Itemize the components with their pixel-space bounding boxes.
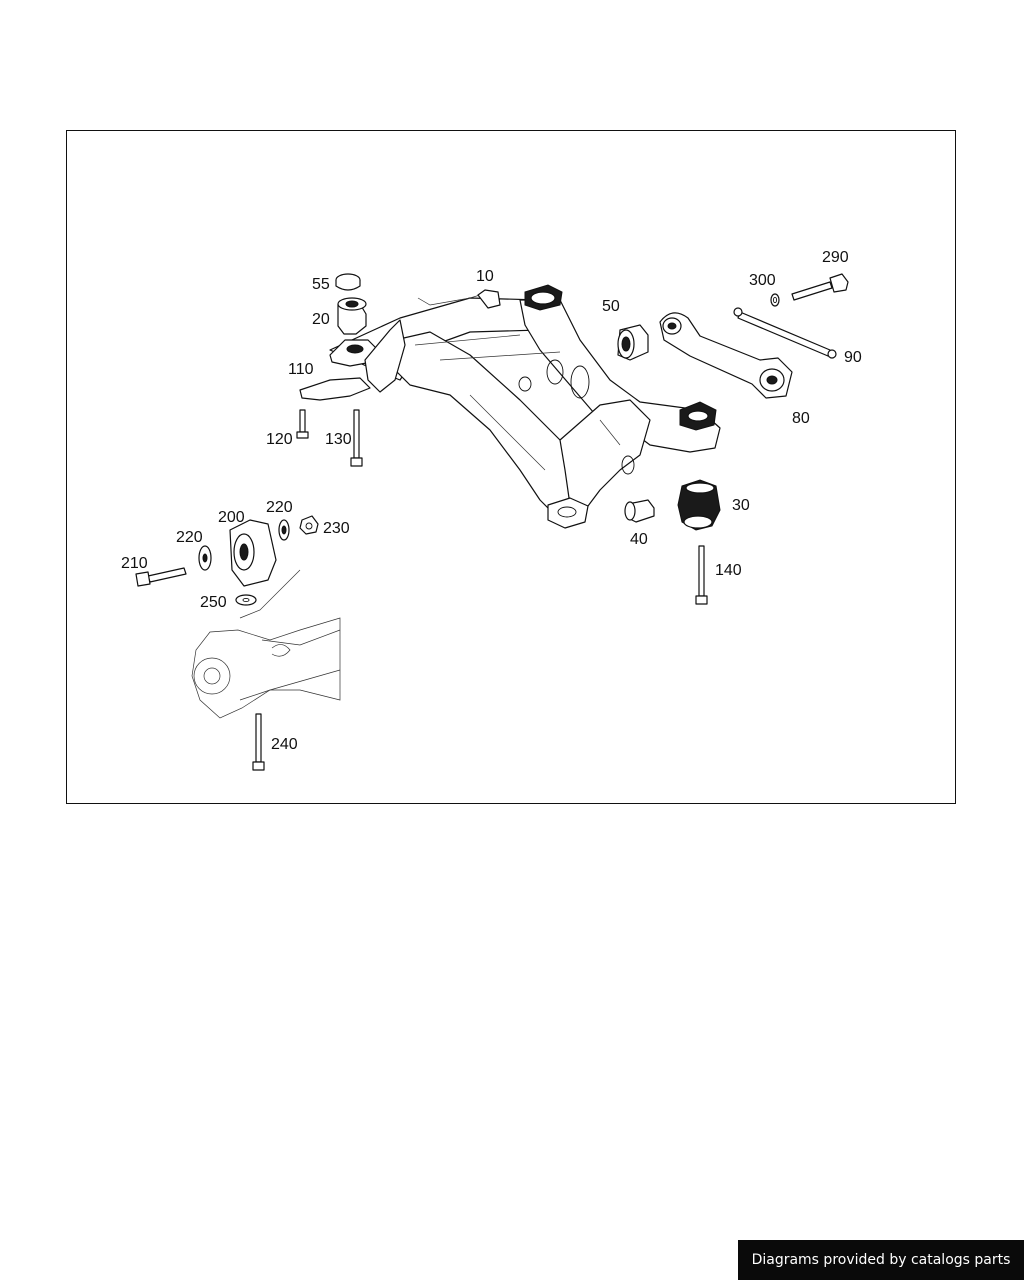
credit-banner: Diagrams provided by catalogs parts bbox=[738, 1240, 1024, 1280]
bolt-210 bbox=[135, 567, 187, 587]
callout-240: 240 bbox=[271, 736, 298, 753]
nut-230 bbox=[299, 515, 319, 535]
callout-30: 30 bbox=[732, 497, 750, 514]
callout-10: 10 bbox=[476, 268, 494, 285]
callout-140: 140 bbox=[715, 562, 742, 579]
bolt-290 bbox=[791, 273, 849, 301]
callout-210: 210 bbox=[121, 555, 148, 572]
callout-130: 130 bbox=[325, 431, 352, 448]
callout-220-right: 220 bbox=[266, 499, 293, 516]
callout-90: 90 bbox=[844, 349, 862, 366]
callout-20: 20 bbox=[312, 311, 330, 328]
callout-120: 120 bbox=[266, 431, 293, 448]
washer-300 bbox=[770, 293, 780, 307]
callout-250: 250 bbox=[200, 594, 227, 611]
bolt-130 bbox=[350, 409, 363, 467]
bushing-40 bbox=[624, 499, 655, 523]
differential-housing bbox=[191, 569, 341, 719]
washer-250 bbox=[235, 594, 257, 606]
callout-110: 110 bbox=[288, 361, 314, 378]
washer-220-left bbox=[198, 545, 212, 571]
callout-300: 300 bbox=[749, 272, 776, 289]
diagram-frame bbox=[66, 130, 956, 804]
callout-230: 230 bbox=[323, 520, 350, 537]
bolt-240 bbox=[252, 713, 265, 771]
callout-55: 55 bbox=[312, 276, 330, 293]
control-arm-80 bbox=[659, 312, 793, 399]
bolt-140 bbox=[695, 545, 708, 605]
tie-rod-90 bbox=[733, 307, 837, 359]
mount-200 bbox=[229, 519, 277, 587]
washer-220-right bbox=[278, 519, 290, 541]
callout-40: 40 bbox=[630, 531, 648, 548]
callout-220-left: 220 bbox=[176, 529, 203, 546]
callout-200: 200 bbox=[218, 509, 245, 526]
callout-50: 50 bbox=[602, 298, 620, 315]
bushing-stack-left bbox=[299, 273, 406, 401]
bolt-120 bbox=[296, 409, 309, 439]
callout-290: 290 bbox=[822, 249, 849, 266]
mount-30 bbox=[677, 479, 721, 531]
bushing-50 bbox=[617, 324, 649, 361]
callout-80: 80 bbox=[792, 410, 810, 427]
